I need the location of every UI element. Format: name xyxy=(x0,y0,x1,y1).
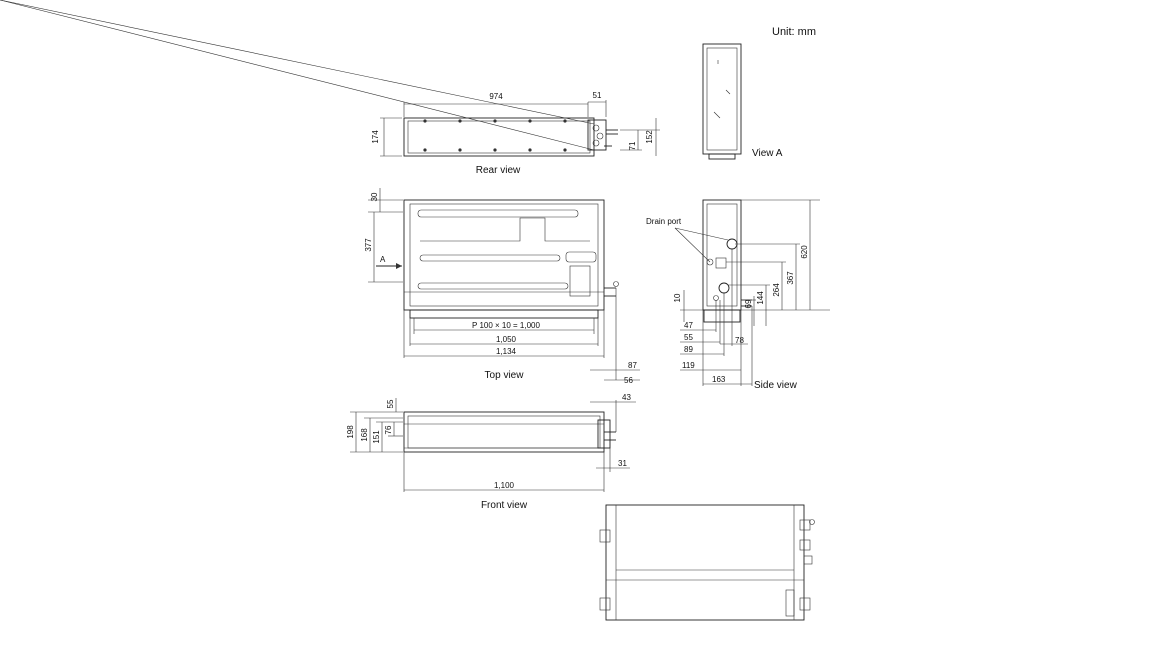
bottom-view-drawing xyxy=(599,504,815,621)
unit-label: Unit: mm xyxy=(772,26,816,38)
front-55-dim: 55 xyxy=(386,399,395,408)
rear-71-dim: 71 xyxy=(628,141,637,150)
front-view: 198 168 151 76 55 43 31 1,100 Front view xyxy=(346,393,636,511)
top-1134-dim: 1,134 xyxy=(496,347,517,356)
side-78-dim: 78 xyxy=(735,336,744,345)
side-163-dim: 163 xyxy=(712,375,726,384)
front-43-dim: 43 xyxy=(622,393,631,402)
rear-152-dim: 152 xyxy=(645,130,654,144)
front-31-dim: 31 xyxy=(618,459,627,468)
top-377-dim: 377 xyxy=(364,238,373,252)
rear-view-caption: Rear view xyxy=(476,165,521,176)
side-47-dim: 47 xyxy=(684,321,693,330)
side-55-dim: 55 xyxy=(684,333,693,342)
top-pitch-dim: P 100 × 10 = 1,000 xyxy=(472,321,540,330)
front-151-dim: 151 xyxy=(372,430,381,444)
side-89-dim: 89 xyxy=(684,345,693,354)
top-30-dim: 30 xyxy=(370,192,379,201)
front-1100-dim: 1,100 xyxy=(494,481,515,490)
side-620-dim: 620 xyxy=(800,245,809,259)
front-view-caption: Front view xyxy=(481,500,528,511)
top-view: 30 377 A P 100 × 10 = 1,000 1,050 1,134 … xyxy=(364,188,640,385)
top-56-dim: 56 xyxy=(624,376,633,385)
side-10-dim: 10 xyxy=(673,293,682,302)
rear-right-offset-dim: 51 xyxy=(593,91,602,100)
front-198-dim: 198 xyxy=(346,425,355,439)
view-a-caption: View A xyxy=(752,148,783,159)
side-119-dim: 119 xyxy=(682,361,695,370)
rear-height-dim: 174 xyxy=(371,130,380,144)
top-1050-dim: 1,050 xyxy=(496,335,517,344)
side-view: Drain port 620 367 264 144 69 10 47 55 7… xyxy=(646,199,830,391)
side-144-dim: 144 xyxy=(756,291,765,305)
front-168-dim: 168 xyxy=(360,428,369,442)
top-87-dim: 87 xyxy=(628,361,637,370)
view-a: View A xyxy=(702,43,783,160)
front-76-dim: 76 xyxy=(384,425,393,434)
rear-width-dim: 974 xyxy=(489,92,503,101)
side-367-dim: 367 xyxy=(786,271,795,285)
drain-port-label: Drain port xyxy=(646,217,682,226)
arrow-a-label: A xyxy=(380,255,386,264)
side-264-dim: 264 xyxy=(772,283,781,297)
side-view-caption: Side view xyxy=(754,380,798,391)
rear-view: 974 51 174 71 152 Rear view xyxy=(0,0,660,176)
top-view-caption: Top view xyxy=(485,370,525,381)
side-69-dim: 69 xyxy=(744,299,753,308)
